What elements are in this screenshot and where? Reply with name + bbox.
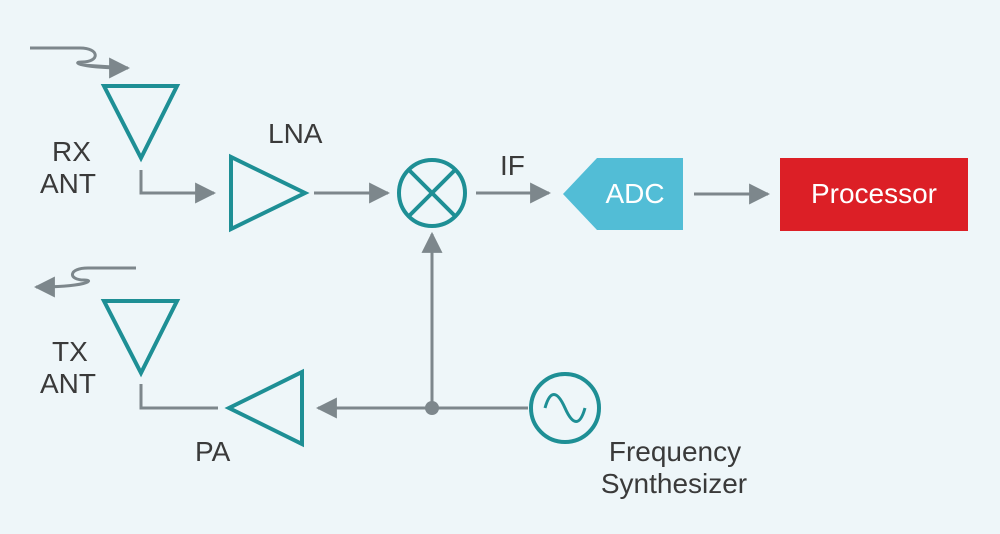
rx-antenna-icon xyxy=(100,84,181,163)
tx-label-line1: TX xyxy=(52,336,88,367)
rx-label-line2: ANT xyxy=(40,168,96,199)
rx-label-line1: RX xyxy=(52,136,91,167)
lna-label: LNA xyxy=(268,118,323,149)
adc-label: ADC xyxy=(605,178,665,209)
synthesizer-label-line2: Synthesizer xyxy=(600,468,748,499)
pa-label: PA xyxy=(195,436,231,467)
mixer-icon xyxy=(397,158,467,228)
incoming-wave-icon xyxy=(30,46,131,79)
adc-block xyxy=(563,158,683,230)
if-label: IF xyxy=(500,150,525,181)
outgoing-wave-icon xyxy=(33,266,136,298)
processor-block xyxy=(780,158,968,231)
pa-to-tx-connector xyxy=(139,384,218,410)
junction-dot xyxy=(425,401,439,415)
lna-amplifier-icon xyxy=(229,153,310,233)
processor-label: Processor xyxy=(810,178,938,209)
tx-antenna-icon xyxy=(100,299,181,378)
tx-label-line2: ANT xyxy=(40,368,96,399)
synthesizer-label-line1: Frequency xyxy=(608,436,742,467)
rx-to-lna-connector xyxy=(139,170,217,204)
pa-amplifier-icon xyxy=(224,368,304,448)
synthesizer-icon xyxy=(529,372,601,444)
